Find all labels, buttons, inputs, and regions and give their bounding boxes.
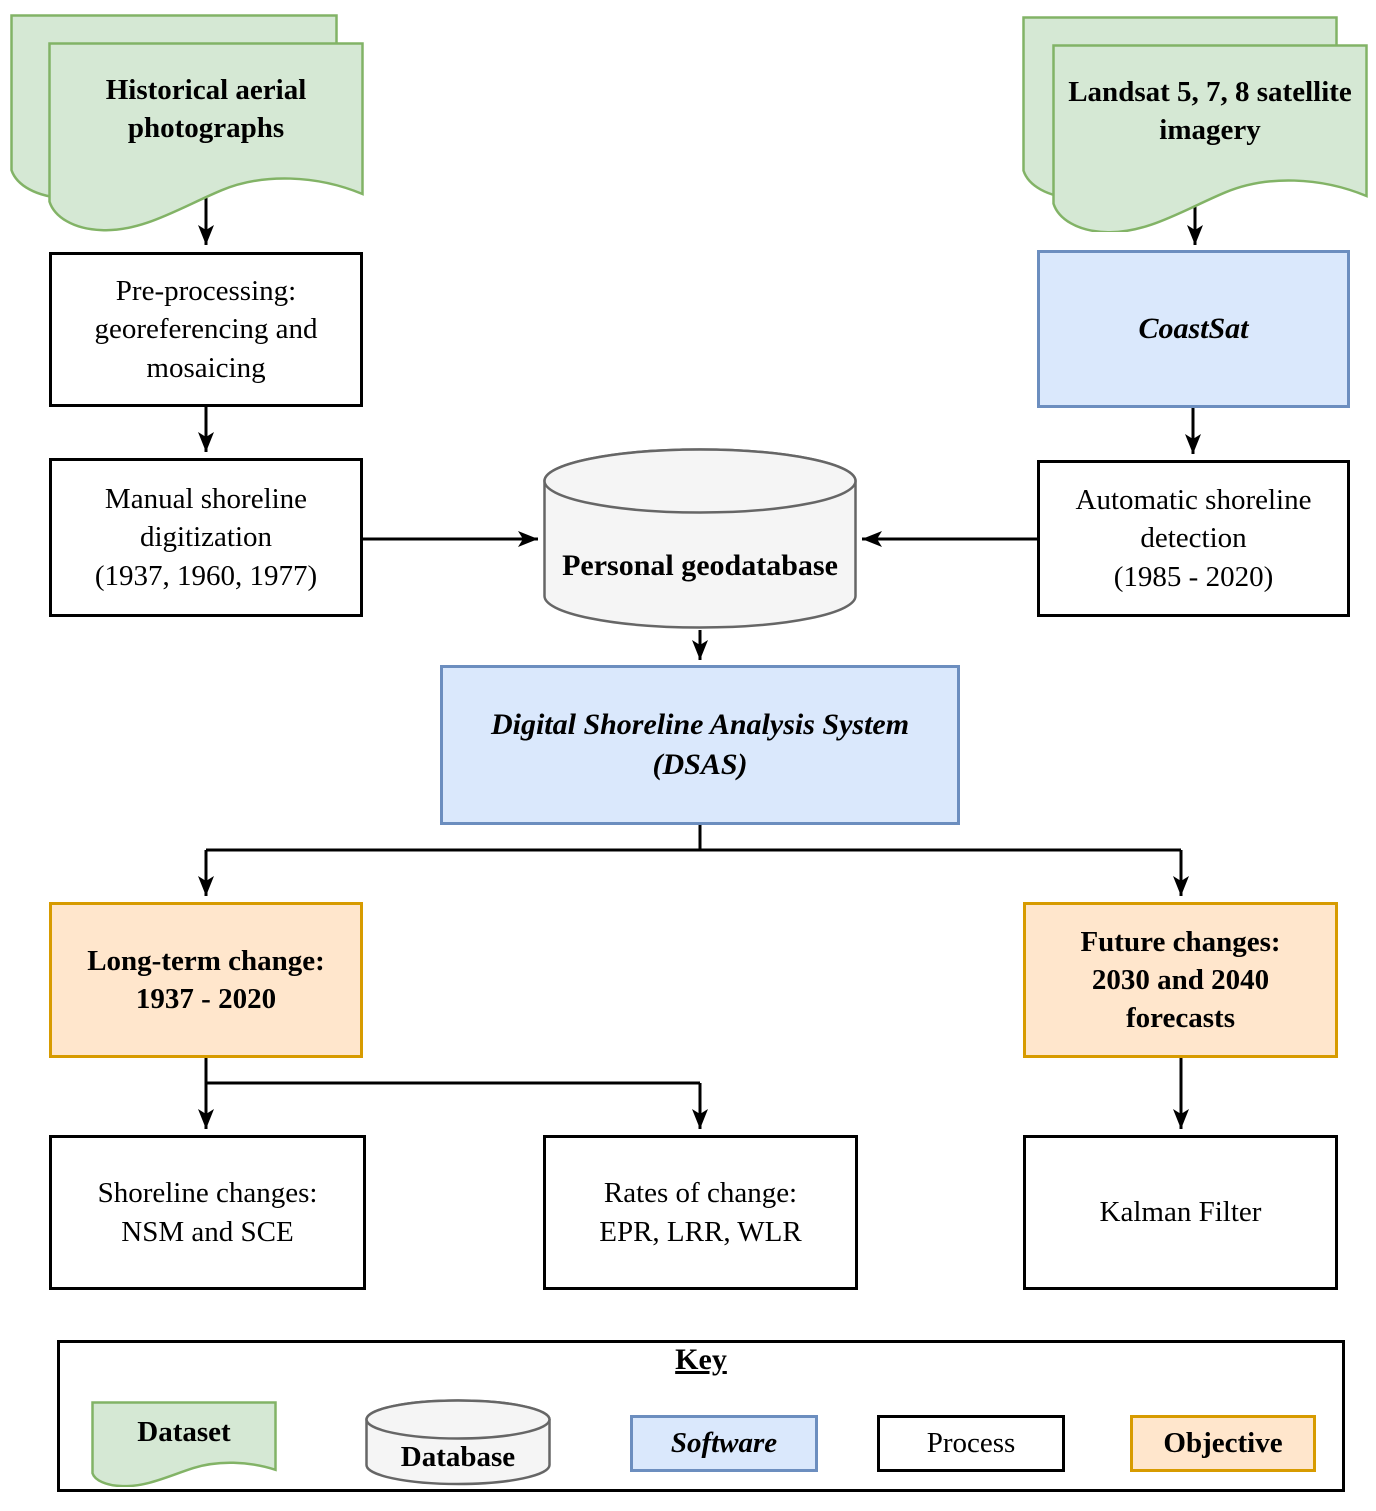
key-database-label: Database [400, 1441, 516, 1474]
shoreline-changes-label: Shoreline changes: NSM and SCE [97, 1177, 318, 1248]
key-objective-label: Objective [1163, 1427, 1283, 1460]
historical-aerial-photographs-node: Historical aerial photographs [10, 14, 364, 232]
manual-digitization-label: Manual shoreline digitization (1937, 196… [94, 483, 318, 592]
key-item-process: Process [877, 1415, 1065, 1472]
key-process-label: Process [926, 1427, 1016, 1460]
long-term-change-label: Long-term change: 1937 - 2020 [87, 944, 325, 1015]
landsat-imagery-node: Landsat 5, 7, 8 satellite imagery [1022, 16, 1370, 232]
key-dataset-label: Dataset [137, 1416, 231, 1449]
key-item-dataset: Dataset [91, 1401, 277, 1487]
key-software-label: Software [670, 1427, 778, 1460]
dsas-box: Digital Shoreline Analysis System (DSAS) [440, 665, 960, 825]
future-changes-box: Future changes: 2030 and 2040 forecasts [1023, 902, 1338, 1058]
kalman-filter-label: Kalman Filter [1099, 1196, 1262, 1229]
key-item-software: Software [630, 1415, 818, 1472]
coastsat-label: CoastSat [1138, 312, 1249, 346]
database-cylinder-shape [365, 1399, 551, 1486]
key-item-database: Database [365, 1399, 551, 1487]
kalman-filter-box: Kalman Filter [1023, 1135, 1338, 1290]
rates-of-change-box: Rates of change: EPR, LRR, WLR [543, 1135, 858, 1290]
shoreline-changes-box: Shoreline changes: NSM and SCE [49, 1135, 366, 1290]
personal-geodatabase-node: Personal geodatabase [543, 448, 857, 630]
preprocessing-box: Pre-processing: georeferencing and mosai… [49, 252, 363, 407]
stacked-documents-shape [1022, 16, 1368, 232]
automatic-detection-label: Automatic shoreline detection (1985 - 20… [1075, 484, 1312, 593]
automatic-detection-box: Automatic shoreline detection (1985 - 20… [1037, 460, 1350, 617]
long-term-change-box: Long-term change: 1937 - 2020 [49, 902, 363, 1058]
historical-aerial-photographs-label: Historical aerial photographs [105, 74, 307, 144]
legend-key-box: Key Dataset Database Software [57, 1340, 1345, 1492]
future-changes-label: Future changes: 2030 and 2040 forecasts [1080, 925, 1281, 1035]
coastsat-box: CoastSat [1037, 250, 1350, 408]
rates-of-change-label: Rates of change: EPR, LRR, WLR [599, 1177, 802, 1248]
key-item-objective: Objective [1130, 1415, 1316, 1472]
stacked-documents-shape [10, 14, 364, 232]
preprocessing-label: Pre-processing: georeferencing and mosai… [94, 275, 318, 384]
personal-geodatabase-label: Personal geodatabase [562, 548, 838, 582]
dsas-label: Digital Shoreline Analysis System (DSAS) [490, 708, 910, 781]
key-title: Key [675, 1343, 727, 1376]
document-shape [91, 1401, 277, 1487]
database-cylinder-shape [543, 448, 857, 629]
landsat-imagery-label: Landsat 5, 7, 8 satellite imagery [1068, 76, 1352, 146]
manual-digitization-box: Manual shoreline digitization (1937, 196… [49, 458, 363, 617]
